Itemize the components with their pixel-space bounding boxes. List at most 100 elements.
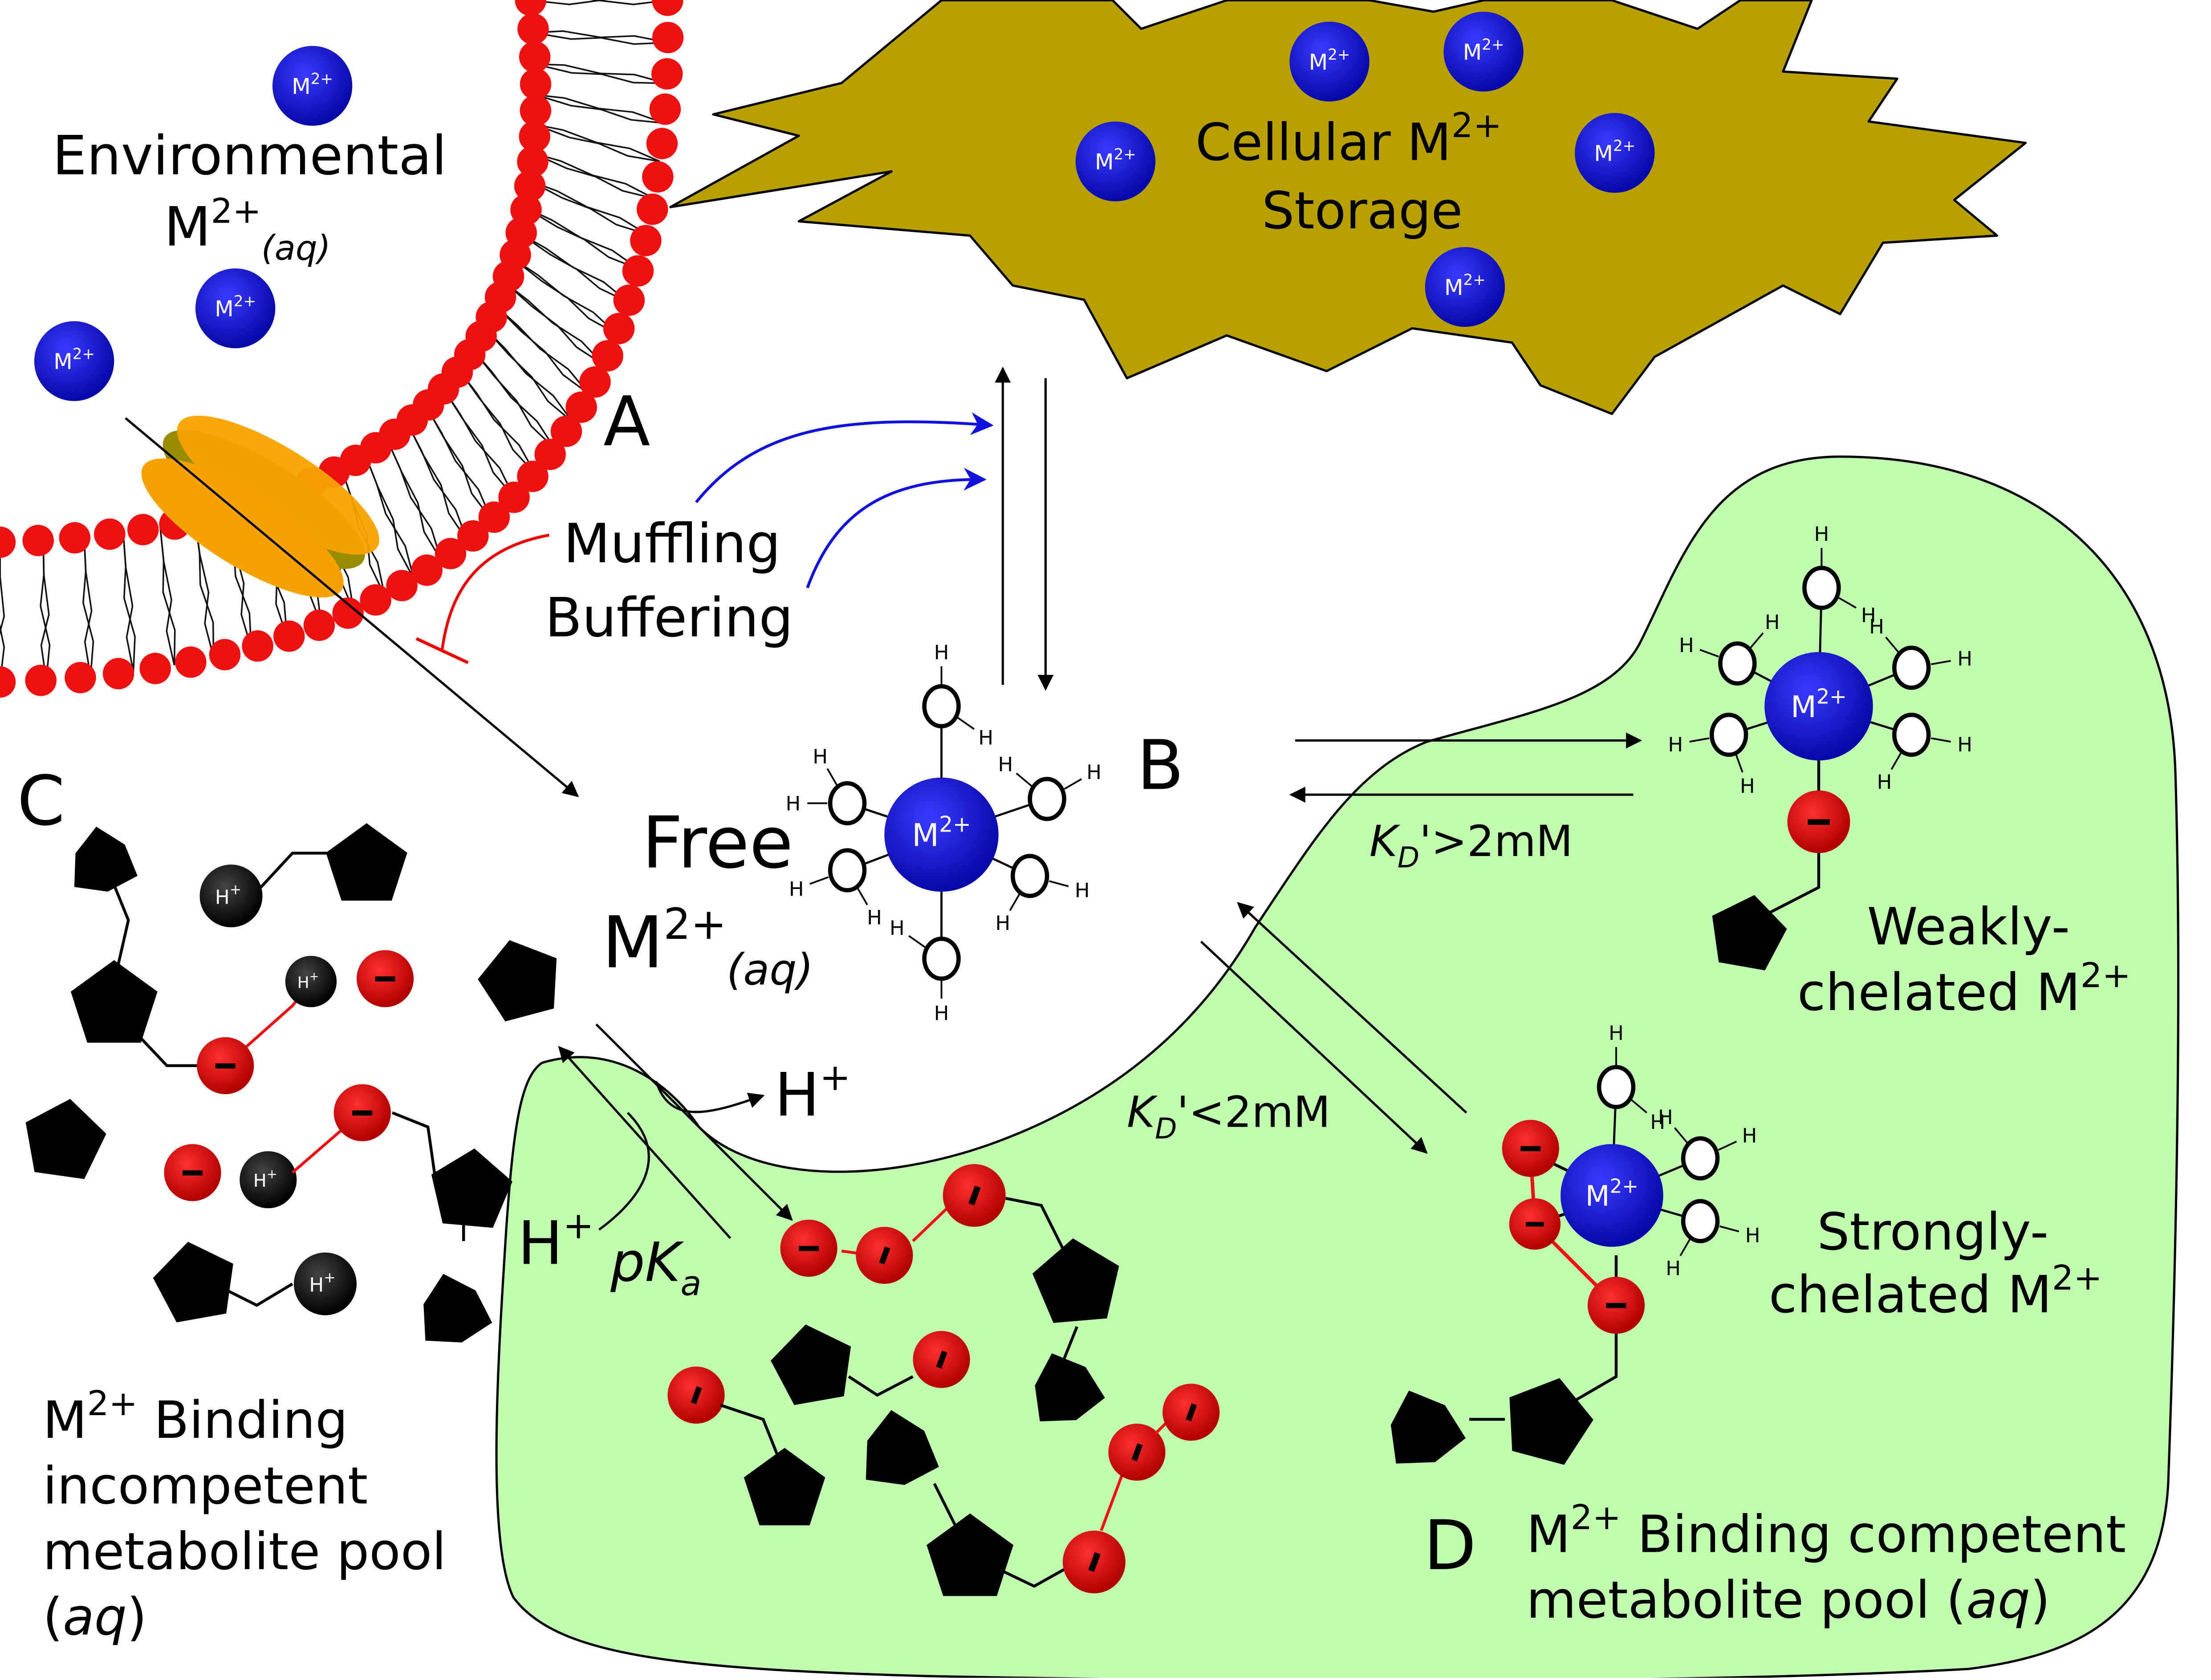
- incompetent-neg-2: [356, 950, 414, 1007]
- competent-neg-1: [780, 1219, 837, 1277]
- storage-label: Storage: [1262, 181, 1463, 241]
- buffering-label: Buffering: [545, 586, 793, 649]
- h-plus-top-label: H+: [775, 1055, 851, 1130]
- free-label: Free: [642, 801, 793, 885]
- competent-neg-8: [1162, 1384, 1220, 1441]
- svg-text:M2+: M2+: [53, 345, 95, 374]
- deprotonation-arrow: [595, 1023, 793, 1221]
- svg-text:M2+: M2+: [1444, 271, 1486, 300]
- environmental-formula: M2+(aq): [164, 191, 330, 268]
- competent-neg-3: [943, 1164, 1006, 1227]
- cellular-storage-organelle: [669, 0, 2027, 415]
- env-ion-3: M2+: [34, 321, 114, 401]
- competent-chain-2: [848, 1375, 914, 1397]
- incompetent-proton-2: H+: [199, 864, 263, 928]
- svg-text:M2+: M2+: [1463, 36, 1504, 65]
- metabolite-molecules: H+ H+ H+ H+: [25, 823, 1220, 1596]
- free-formula: M2+(aq): [602, 899, 813, 995]
- strongly-chelated-ion: M2+: [1561, 1144, 1663, 1247]
- svg-text:H: H: [1679, 633, 1694, 657]
- strong-fused-ring-icon: [1390, 1390, 1466, 1464]
- svg-text:H: H: [1745, 1224, 1760, 1247]
- competent-neg-5: [667, 1366, 725, 1424]
- inhibition-line: [441, 533, 550, 649]
- svg-text:H: H: [1609, 1021, 1624, 1045]
- free-ring-icon: [478, 940, 557, 1022]
- svg-text:H: H: [1668, 733, 1683, 756]
- incompetent-ring-4: [25, 1099, 106, 1179]
- competent-red-2: [912, 1205, 950, 1242]
- weak-ring-icon: [1712, 895, 1787, 970]
- letter-a: A: [603, 382, 650, 462]
- svg-text:M2+: M2+: [292, 70, 333, 99]
- influx-arrow: [125, 417, 579, 797]
- kd-weak-label: KD'>2mM: [1370, 816, 1573, 875]
- svg-text:H: H: [1957, 733, 1972, 756]
- svg-text:H: H: [785, 791, 801, 815]
- h-release-curve: [655, 1081, 765, 1113]
- competent-ring-5: [866, 1410, 939, 1485]
- weakly-chelated-label-1: Weakly-: [1867, 897, 2070, 957]
- pka-label: pKa: [610, 1231, 701, 1304]
- weakly-chelated-ion: M2+: [1764, 652, 1873, 761]
- strong-water-top: HH: [1597, 1021, 1665, 1196]
- text-labels: Environmental M2+(aq) Cellular M2+ Stora…: [17, 106, 2130, 1647]
- h-plus-left-label: H+: [518, 1204, 594, 1278]
- strong-bind-arrow: [1200, 941, 1428, 1154]
- svg-text:H+: H+: [297, 970, 319, 992]
- letter-b: B: [1137, 726, 1184, 805]
- weak-water-top: HH: [1802, 522, 1876, 706]
- competent-pool-label-1: M2+ Binding competent: [1526, 1498, 2126, 1564]
- incompetent-ring-6: [423, 1274, 492, 1343]
- svg-text:H: H: [813, 745, 828, 768]
- strongly-chelated-label-2: chelated M2+: [1769, 1258, 2102, 1325]
- free-metal-ion: M2+: [884, 777, 999, 892]
- env-ion-2: M2+: [195, 268, 276, 349]
- incompetent-pool-label-2: incompetent: [43, 1457, 368, 1516]
- incompetent-ring-1: [74, 826, 138, 892]
- svg-text:H: H: [998, 753, 1013, 776]
- competent-chain-1: [1005, 1197, 1064, 1249]
- competent-neg-7: [1108, 1424, 1166, 1481]
- free-water-upper-left: HH: [785, 745, 942, 836]
- weakly-chelated-label-2: chelated M2+: [1797, 956, 2131, 1023]
- svg-text:M2+: M2+: [215, 292, 256, 321]
- incompetent-ring-5: [431, 1148, 512, 1228]
- svg-text:H: H: [1861, 604, 1876, 627]
- incompetent-ring-7: [153, 1242, 233, 1323]
- competent-neg-2: [856, 1226, 913, 1284]
- svg-text:H: H: [1658, 1105, 1673, 1129]
- svg-text:H+: H+: [309, 1270, 335, 1297]
- svg-text:H: H: [1814, 522, 1829, 546]
- regulation-arrows: [415, 412, 994, 664]
- inhibition-bar: [415, 637, 469, 664]
- svg-text:H: H: [1075, 878, 1090, 902]
- incompetent-ring-2: [70, 960, 158, 1043]
- svg-text:H: H: [1765, 610, 1780, 634]
- svg-text:M2+: M2+: [1594, 137, 1635, 166]
- competent-ring-1: [1032, 1238, 1119, 1323]
- svg-text:M2+: M2+: [912, 812, 971, 853]
- svg-text:H: H: [1740, 774, 1755, 798]
- competent-ring-3: [771, 1324, 851, 1405]
- strong-ring-icon: [1509, 1378, 1593, 1465]
- muffling-arrow: [695, 412, 994, 503]
- free-water-lower-right: HH: [941, 833, 1090, 935]
- metal-ions: M2+M2+M2+M2+M2+M2+M2+M2+: [34, 12, 1655, 401]
- muffling-label: Muffling: [564, 512, 781, 575]
- competent-neg-4: [913, 1331, 970, 1388]
- competent-ring-6: [927, 1513, 1014, 1596]
- competent-chain-4b: [998, 1565, 1071, 1588]
- svg-text:H: H: [934, 641, 949, 664]
- competent-ring-2: [1035, 1353, 1105, 1421]
- svg-text:H: H: [1869, 615, 1884, 638]
- env-ion-1: M2+: [272, 46, 353, 126]
- storage-ion-1: M2+: [1289, 21, 1370, 102]
- svg-text:H: H: [890, 916, 905, 940]
- incompetent-pool-label-3: metabolite pool: [43, 1522, 446, 1582]
- storage-ion-5: M2+: [1425, 247, 1505, 327]
- protonation-arrow: [558, 1046, 732, 1239]
- svg-text:H: H: [978, 726, 993, 749]
